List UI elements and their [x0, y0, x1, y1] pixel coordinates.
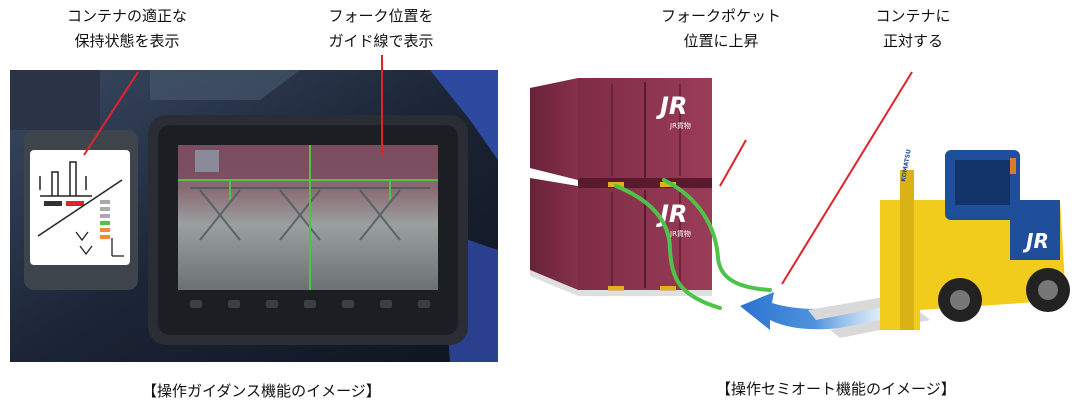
container-logo-bottom: JR: [656, 200, 687, 228]
caption-guidance: 【操作ガイダンス機能のイメージ】: [142, 382, 381, 400]
stacked-containers: JR JR貨物 JR JR貨物: [530, 78, 712, 296]
annotation-pocket-line-1: フォークポケット: [660, 7, 781, 25]
level-bars: [100, 200, 110, 239]
container-sub-top: JR貨物: [669, 121, 691, 130]
pointer-fork-pocket: [719, 139, 747, 187]
fork-guide-lines: [178, 145, 438, 290]
annotation-status-display: コンテナの適正な 保持状態を表示: [52, 4, 202, 54]
caption-semiauto: 【操作セミオート機能のイメージ】: [716, 380, 956, 398]
fork-path-lines: [614, 178, 772, 310]
annotation-fork-guide: フォーク位置を ガイド線で表示: [306, 4, 456, 54]
camera-monitor: [148, 115, 468, 345]
annotation-align-line-2: 正対する: [882, 32, 943, 50]
annotation-pocket-line-2: 位置に上昇: [683, 32, 759, 50]
pointer-status: [83, 71, 139, 156]
container-sub-bottom: JR貨物: [669, 229, 691, 238]
forklift-logo: JR: [1022, 229, 1049, 253]
container-logo-top: JR: [656, 92, 687, 120]
pointer-align: [781, 71, 913, 285]
annotation-status-line-1: コンテナの適正な: [66, 7, 187, 25]
annotation-fork-pocket: フォークポケット 位置に上昇: [646, 4, 796, 54]
annotation-status-line-2: 保持状態を表示: [74, 32, 180, 50]
annotation-align-container: コンテナに 正対する: [848, 4, 978, 54]
annotation-fork-line-1: フォーク位置を: [328, 7, 434, 25]
annotation-align-line-1: コンテナに: [875, 7, 951, 25]
status-display: [24, 130, 138, 290]
forklift: JR KOMATSU: [808, 149, 1070, 338]
annotation-fork-line-2: ガイド線で表示: [328, 32, 434, 50]
